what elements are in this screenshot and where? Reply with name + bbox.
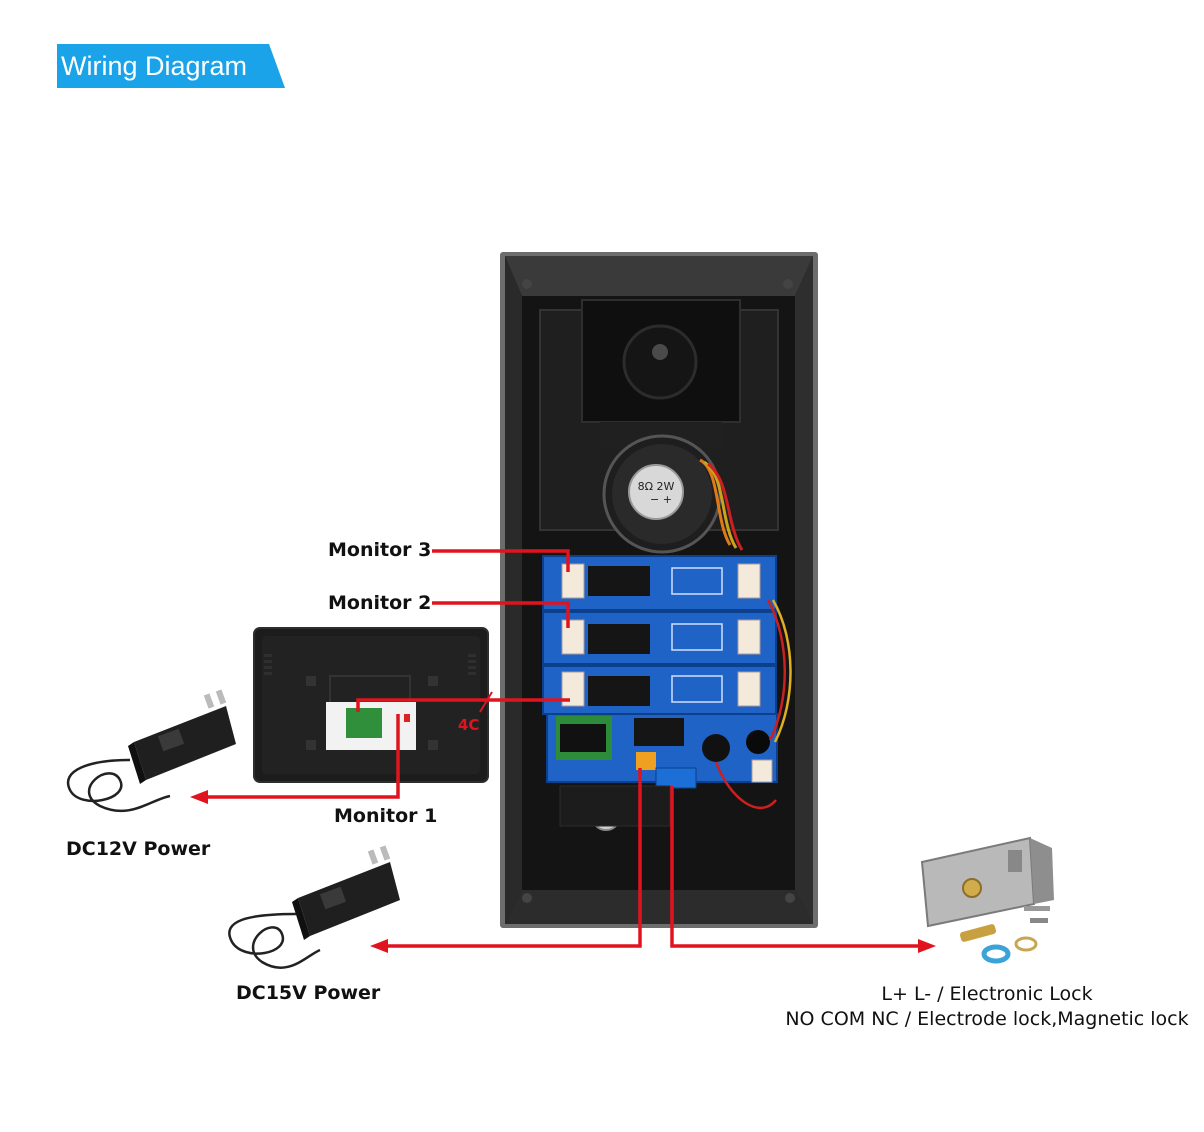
arrowheads [190,790,936,953]
wire-dc15v [386,768,642,948]
wire-lock [670,786,920,948]
wire-monitor-2 [432,601,570,628]
electric-lock-icon [920,836,1054,964]
door-station-icon: 8Ω 2W − + [500,252,818,928]
dc12v-power-label: DC12V Power [66,838,211,860]
arrow-lock [918,939,936,953]
power-adapter-icon [66,689,236,813]
banner-shape [57,44,285,88]
cable-tick [479,691,493,713]
lock-label-line-2: NO COM NC / Electrode lock,Magnetic lock [785,1008,1189,1030]
power-adapter-icon [228,845,400,969]
monitor-2-label: Monitor 2 [328,592,432,614]
speaker-polarity: − + [650,493,672,506]
arrow-dc15v [370,939,388,953]
wiring-lines [206,549,920,948]
speaker-marking: 8Ω 2W [638,480,675,493]
cable-4c-label: 4C [458,716,479,734]
page-title: Wiring Diagram [61,51,248,81]
wire-monitor-1-cable [356,698,570,712]
monitor-3-label: Monitor 3 [328,539,432,561]
arrow-dc12v [190,790,208,804]
wire-monitor-3 [432,549,570,572]
wire-monitor-1-power [206,714,400,799]
title-banner: Wiring Diagram [57,44,285,88]
monitor-1-label: Monitor 1 [334,805,438,827]
dc15v-power-label: DC15V Power [236,982,381,1004]
lock-label-line-1: L+ L- / Electronic Lock [881,983,1093,1005]
monitor-icon [253,627,489,783]
